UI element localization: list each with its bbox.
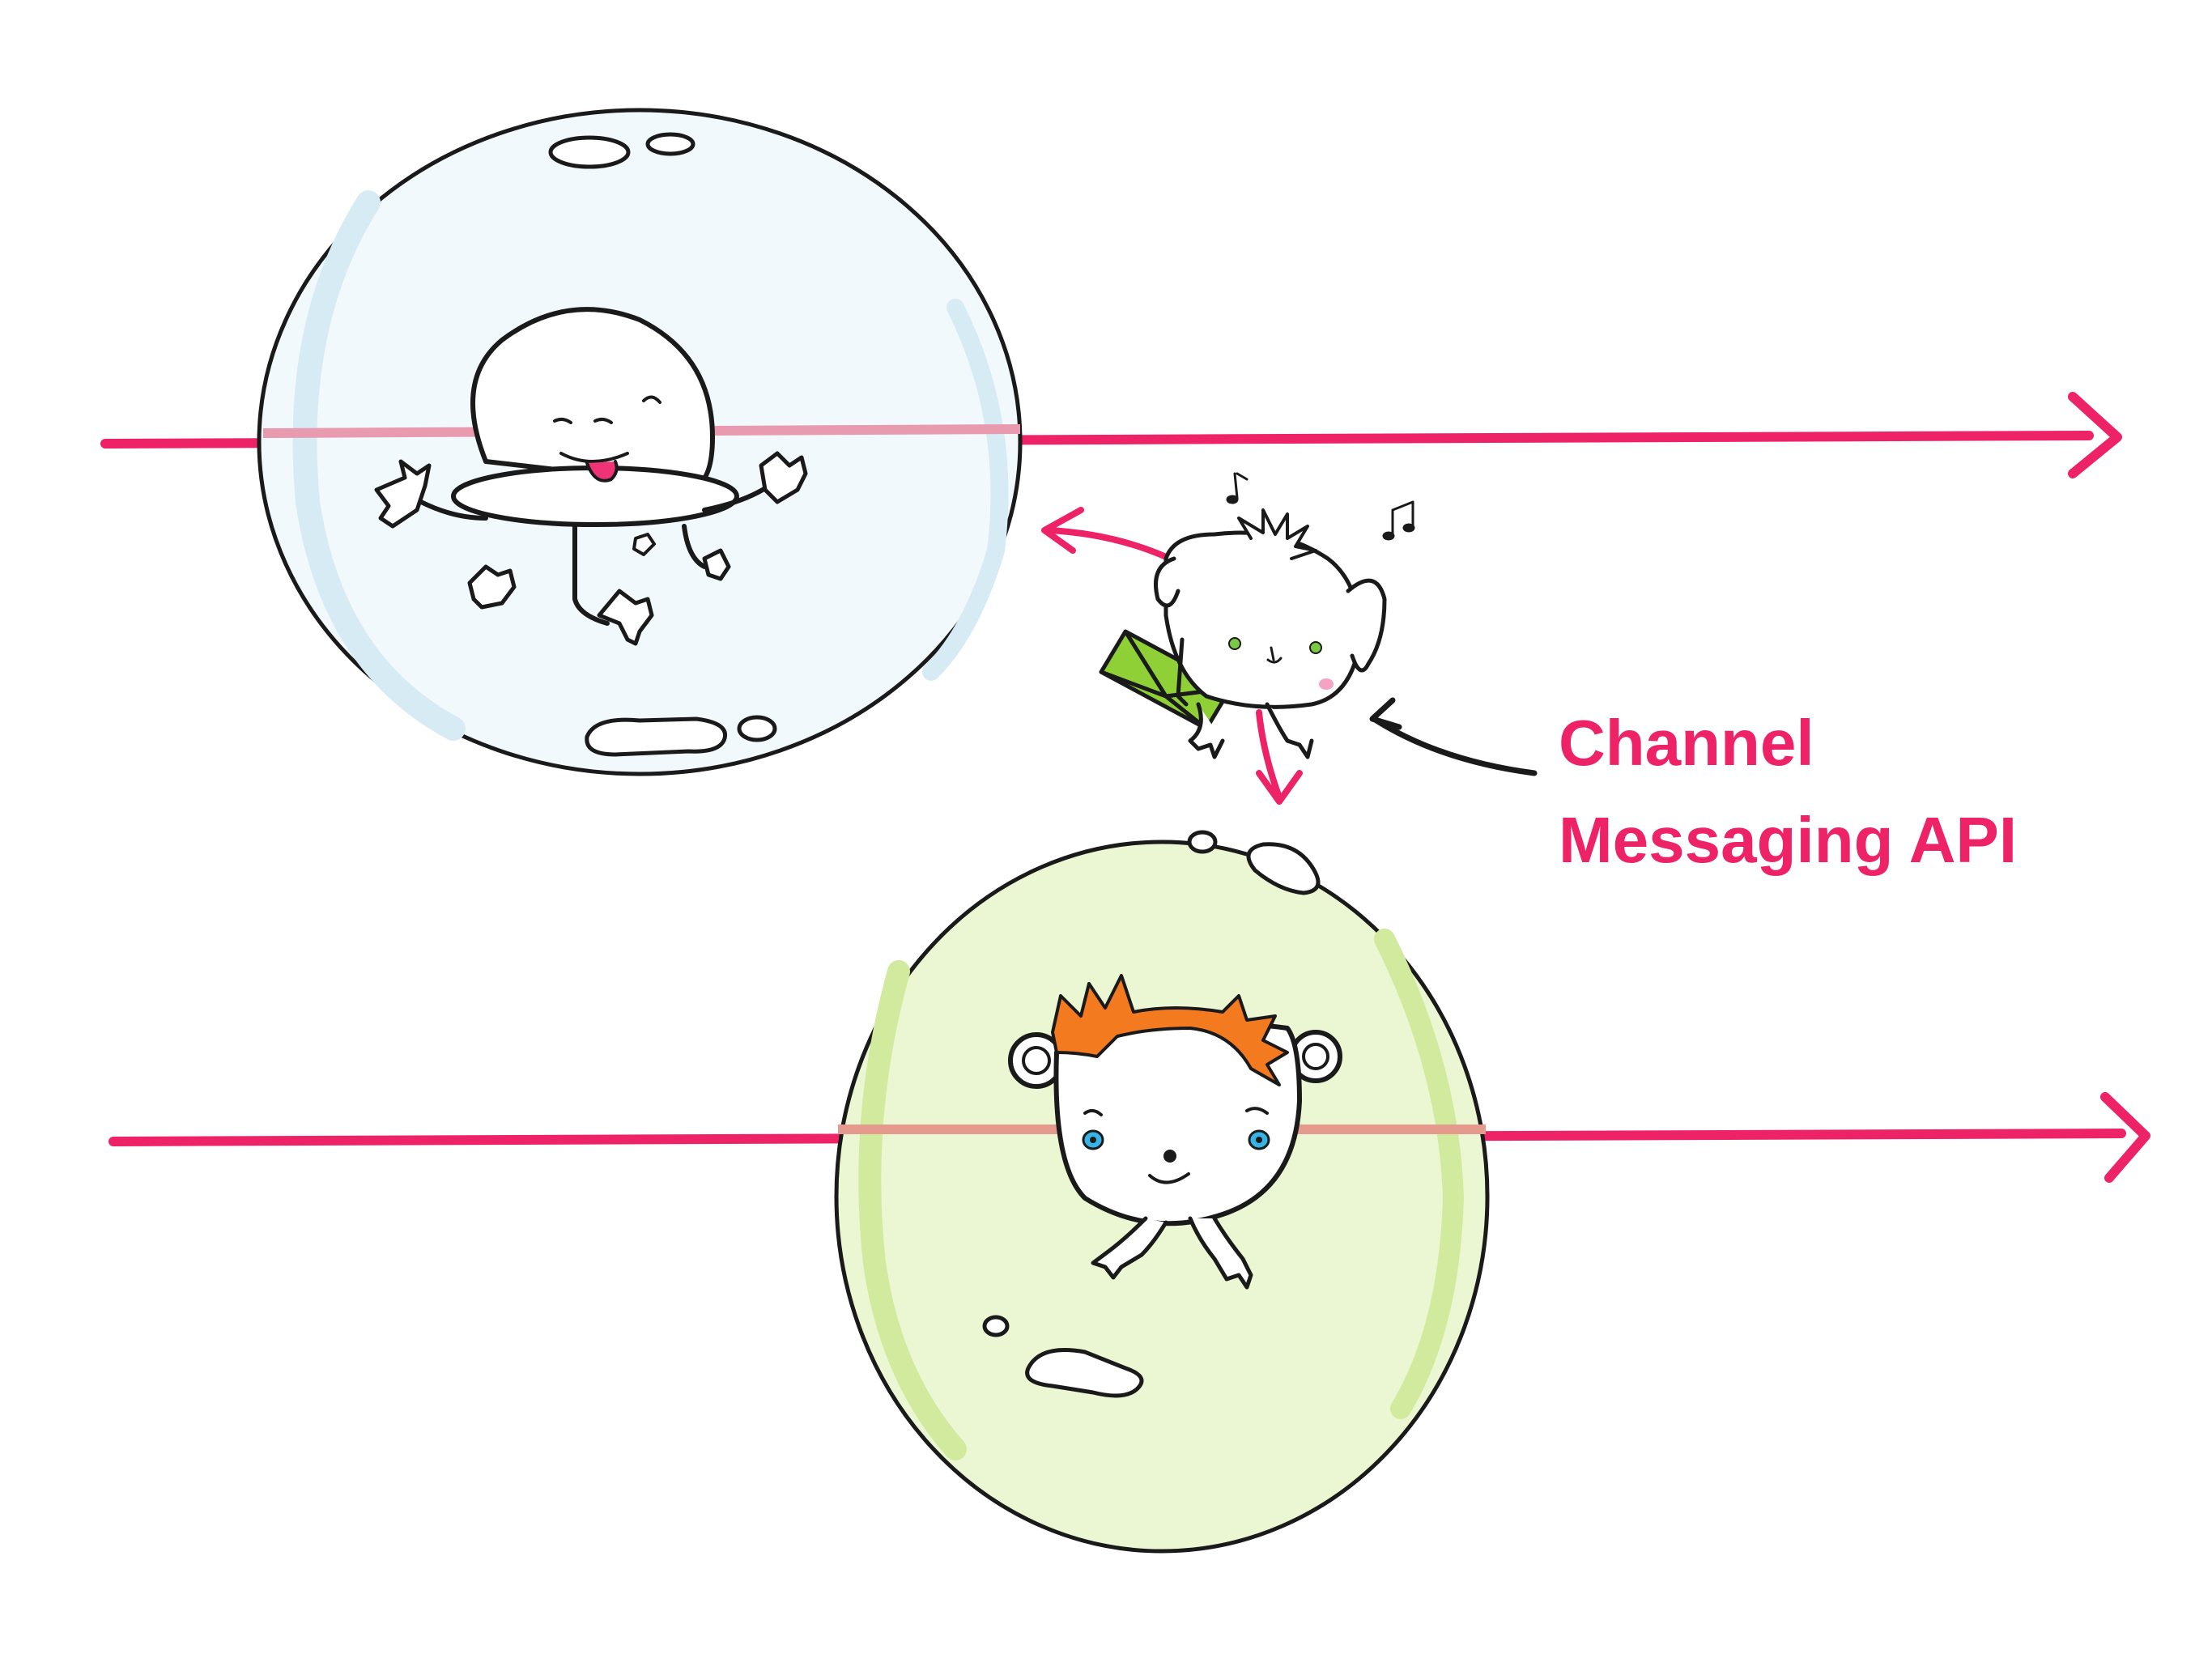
bear-icon — [1008, 974, 1342, 1290]
callout-arrow — [1369, 697, 1538, 776]
messenger-creature-icon — [1154, 508, 1387, 759]
bottom-timeline-arrowhead-icon — [2100, 1092, 2150, 1183]
jellyfish-icon — [374, 307, 808, 646]
caption-line-2: Messaging API — [1559, 804, 2018, 876]
arrow-to-bottom-bubble-icon — [1256, 770, 1303, 805]
top-timeline-arrowhead-icon — [2068, 392, 2122, 478]
arrow-to-top-bubble-icon — [1041, 507, 1084, 554]
music-note-icon — [1226, 472, 1415, 541]
caption-line-1: Channel — [1559, 707, 1814, 779]
channel-messaging-caption: Channel Messaging API — [1559, 695, 2017, 889]
callout-arrowhead-icon — [1369, 697, 1402, 730]
